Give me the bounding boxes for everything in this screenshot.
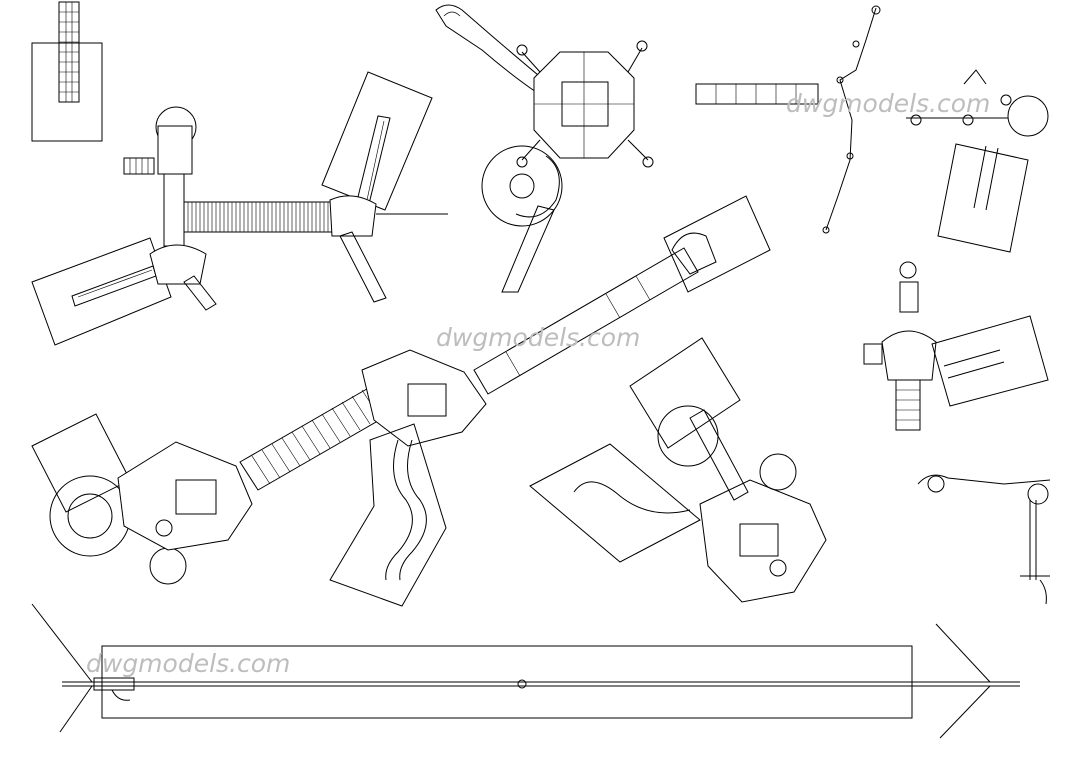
ladder-chain-climber (695, 5, 881, 234)
wavy-slide-section (329, 423, 447, 607)
zip-line-cable (31, 603, 1020, 739)
watermark-text-middle: dwgmodels.com (436, 323, 640, 352)
octagon-tower-with-spiral-slide (435, 4, 654, 293)
twin-slide-tower (863, 261, 1049, 431)
side-elevation-unit (917, 474, 1051, 605)
tall-slide-tower (31, 1, 103, 142)
tube-bridge-playset (31, 71, 448, 346)
watermark-text-top: dwgmodels.com (786, 89, 990, 118)
small-tower-with-slide (906, 69, 1049, 253)
watermark-text-bottom: dwgmodels.com (86, 649, 290, 678)
large-playset-with-tube-slide (31, 195, 827, 603)
